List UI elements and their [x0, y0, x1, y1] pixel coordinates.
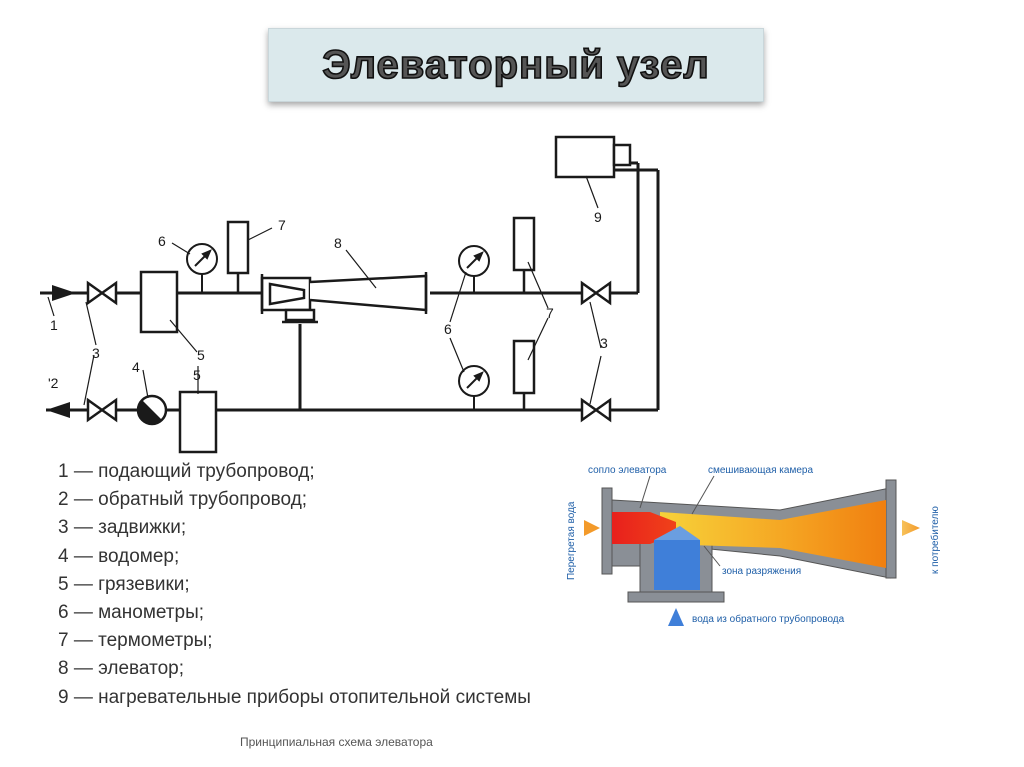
legend-item: 5 — грязевики; — [58, 573, 190, 595]
water-meter-icon — [136, 394, 168, 426]
label-7: 7 — [546, 305, 554, 321]
label-5: 5 — [197, 347, 205, 363]
label-6: 6 — [158, 233, 166, 249]
legend-item: 8 — элеватор; — [58, 658, 184, 680]
leader-lines — [47, 175, 602, 406]
return-water-label: вода из обратного трубопровода — [692, 613, 845, 625]
legend-item: 1 — подающий трубопровод; — [58, 461, 315, 482]
valve-icon — [86, 397, 118, 423]
inlet-label: Перегретая вода — [566, 501, 577, 580]
thermometer-icon — [512, 216, 536, 293]
legend-item: 2 — обратный трубопровод; — [58, 489, 308, 511]
thermometer-icon — [226, 220, 250, 293]
valve-icon — [580, 280, 612, 306]
label-1: 1 — [50, 317, 58, 333]
mud-trap-return — [178, 390, 218, 454]
legend-item: 7 — термометры; — [58, 630, 213, 652]
nozzle-label: сопло элеватора — [588, 465, 667, 476]
elevator-icon — [260, 272, 428, 324]
elevator-cutaway — [584, 475, 920, 626]
valve-icon — [86, 280, 118, 306]
valve-icon — [580, 397, 612, 423]
legend-list: 1 — подающий трубопровод; 2 — обратный т… — [58, 458, 531, 712]
label-9: 9 — [594, 209, 602, 225]
legend-item: 3 — задвижки; — [58, 517, 187, 539]
thermometer-icon — [512, 339, 536, 410]
label-5: 5 — [193, 367, 201, 383]
label-3: 3 — [92, 345, 100, 361]
heating-device-icon — [554, 135, 632, 179]
label-6: 6 — [444, 321, 452, 337]
label-3: 3 — [600, 335, 608, 351]
pressure-gauge-icon — [186, 243, 218, 293]
legend-item: 6 — манометры; — [58, 602, 205, 624]
legend-item: 4 — водомер; — [58, 545, 180, 567]
label-4: 4 — [132, 359, 140, 375]
return-arrow-icon — [46, 402, 70, 418]
page-title: Элеваторный узел — [321, 42, 710, 88]
pressure-gauge-icon — [458, 245, 490, 293]
label-7: 7 — [278, 217, 286, 233]
supply-arrow-icon — [52, 285, 76, 301]
pressure-gauge-icon — [458, 365, 490, 410]
outlet-label: к потребителю — [929, 506, 941, 574]
mixing-chamber-label: смешивающая камера — [708, 465, 813, 476]
label-2: '2 — [48, 375, 59, 391]
mud-trap-supply — [139, 270, 179, 334]
vacuum-zone-label: зона разряжения — [722, 566, 801, 577]
title-banner: Элеваторный узел — [268, 28, 764, 102]
label-8: 8 — [334, 235, 342, 251]
figure-caption: Принципиальная схема элеватора — [240, 735, 433, 749]
legend-item: 9 — нагревательные приборы отопительной … — [58, 686, 531, 708]
